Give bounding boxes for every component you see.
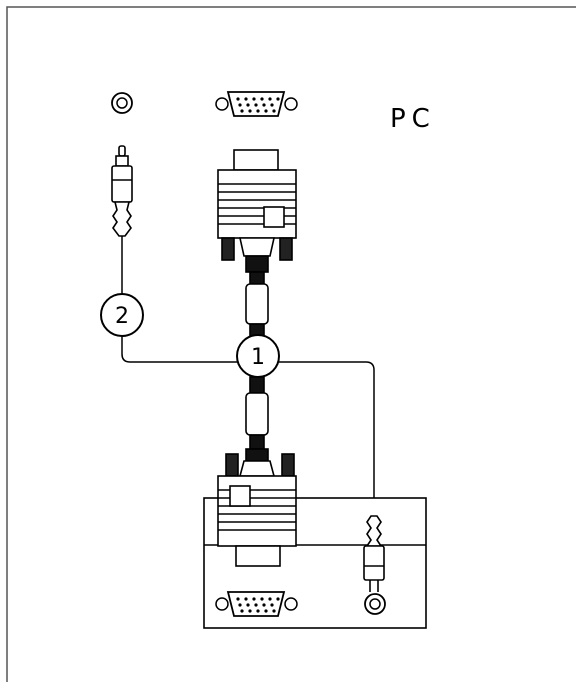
- page-frame: [6, 6, 576, 682]
- audio-plug-bottom-icon: [363, 515, 385, 592]
- pc-audio-jack-icon: [111, 92, 133, 114]
- audio-cable-right: [278, 361, 375, 520]
- vga-cable-ferrite-top-icon: [245, 271, 269, 339]
- vga-plug-top-icon: [217, 149, 297, 273]
- pc-label: PC: [390, 104, 436, 134]
- audio-plug-top-icon: [111, 145, 133, 237]
- vga-plug-bottom-icon: [217, 448, 297, 567]
- svg-text:2: 2: [115, 304, 129, 329]
- callout-1: 1: [236, 334, 280, 378]
- pc-vga-port-icon: [215, 91, 298, 117]
- vga-cable-ferrite-bottom-icon: [245, 376, 269, 450]
- monitor-vga-port-icon: [215, 591, 298, 617]
- monitor-audio-jack-icon: [364, 593, 386, 615]
- svg-text:1: 1: [251, 345, 265, 370]
- callout-2: 2: [100, 293, 144, 337]
- audio-cable-lower: [121, 336, 238, 363]
